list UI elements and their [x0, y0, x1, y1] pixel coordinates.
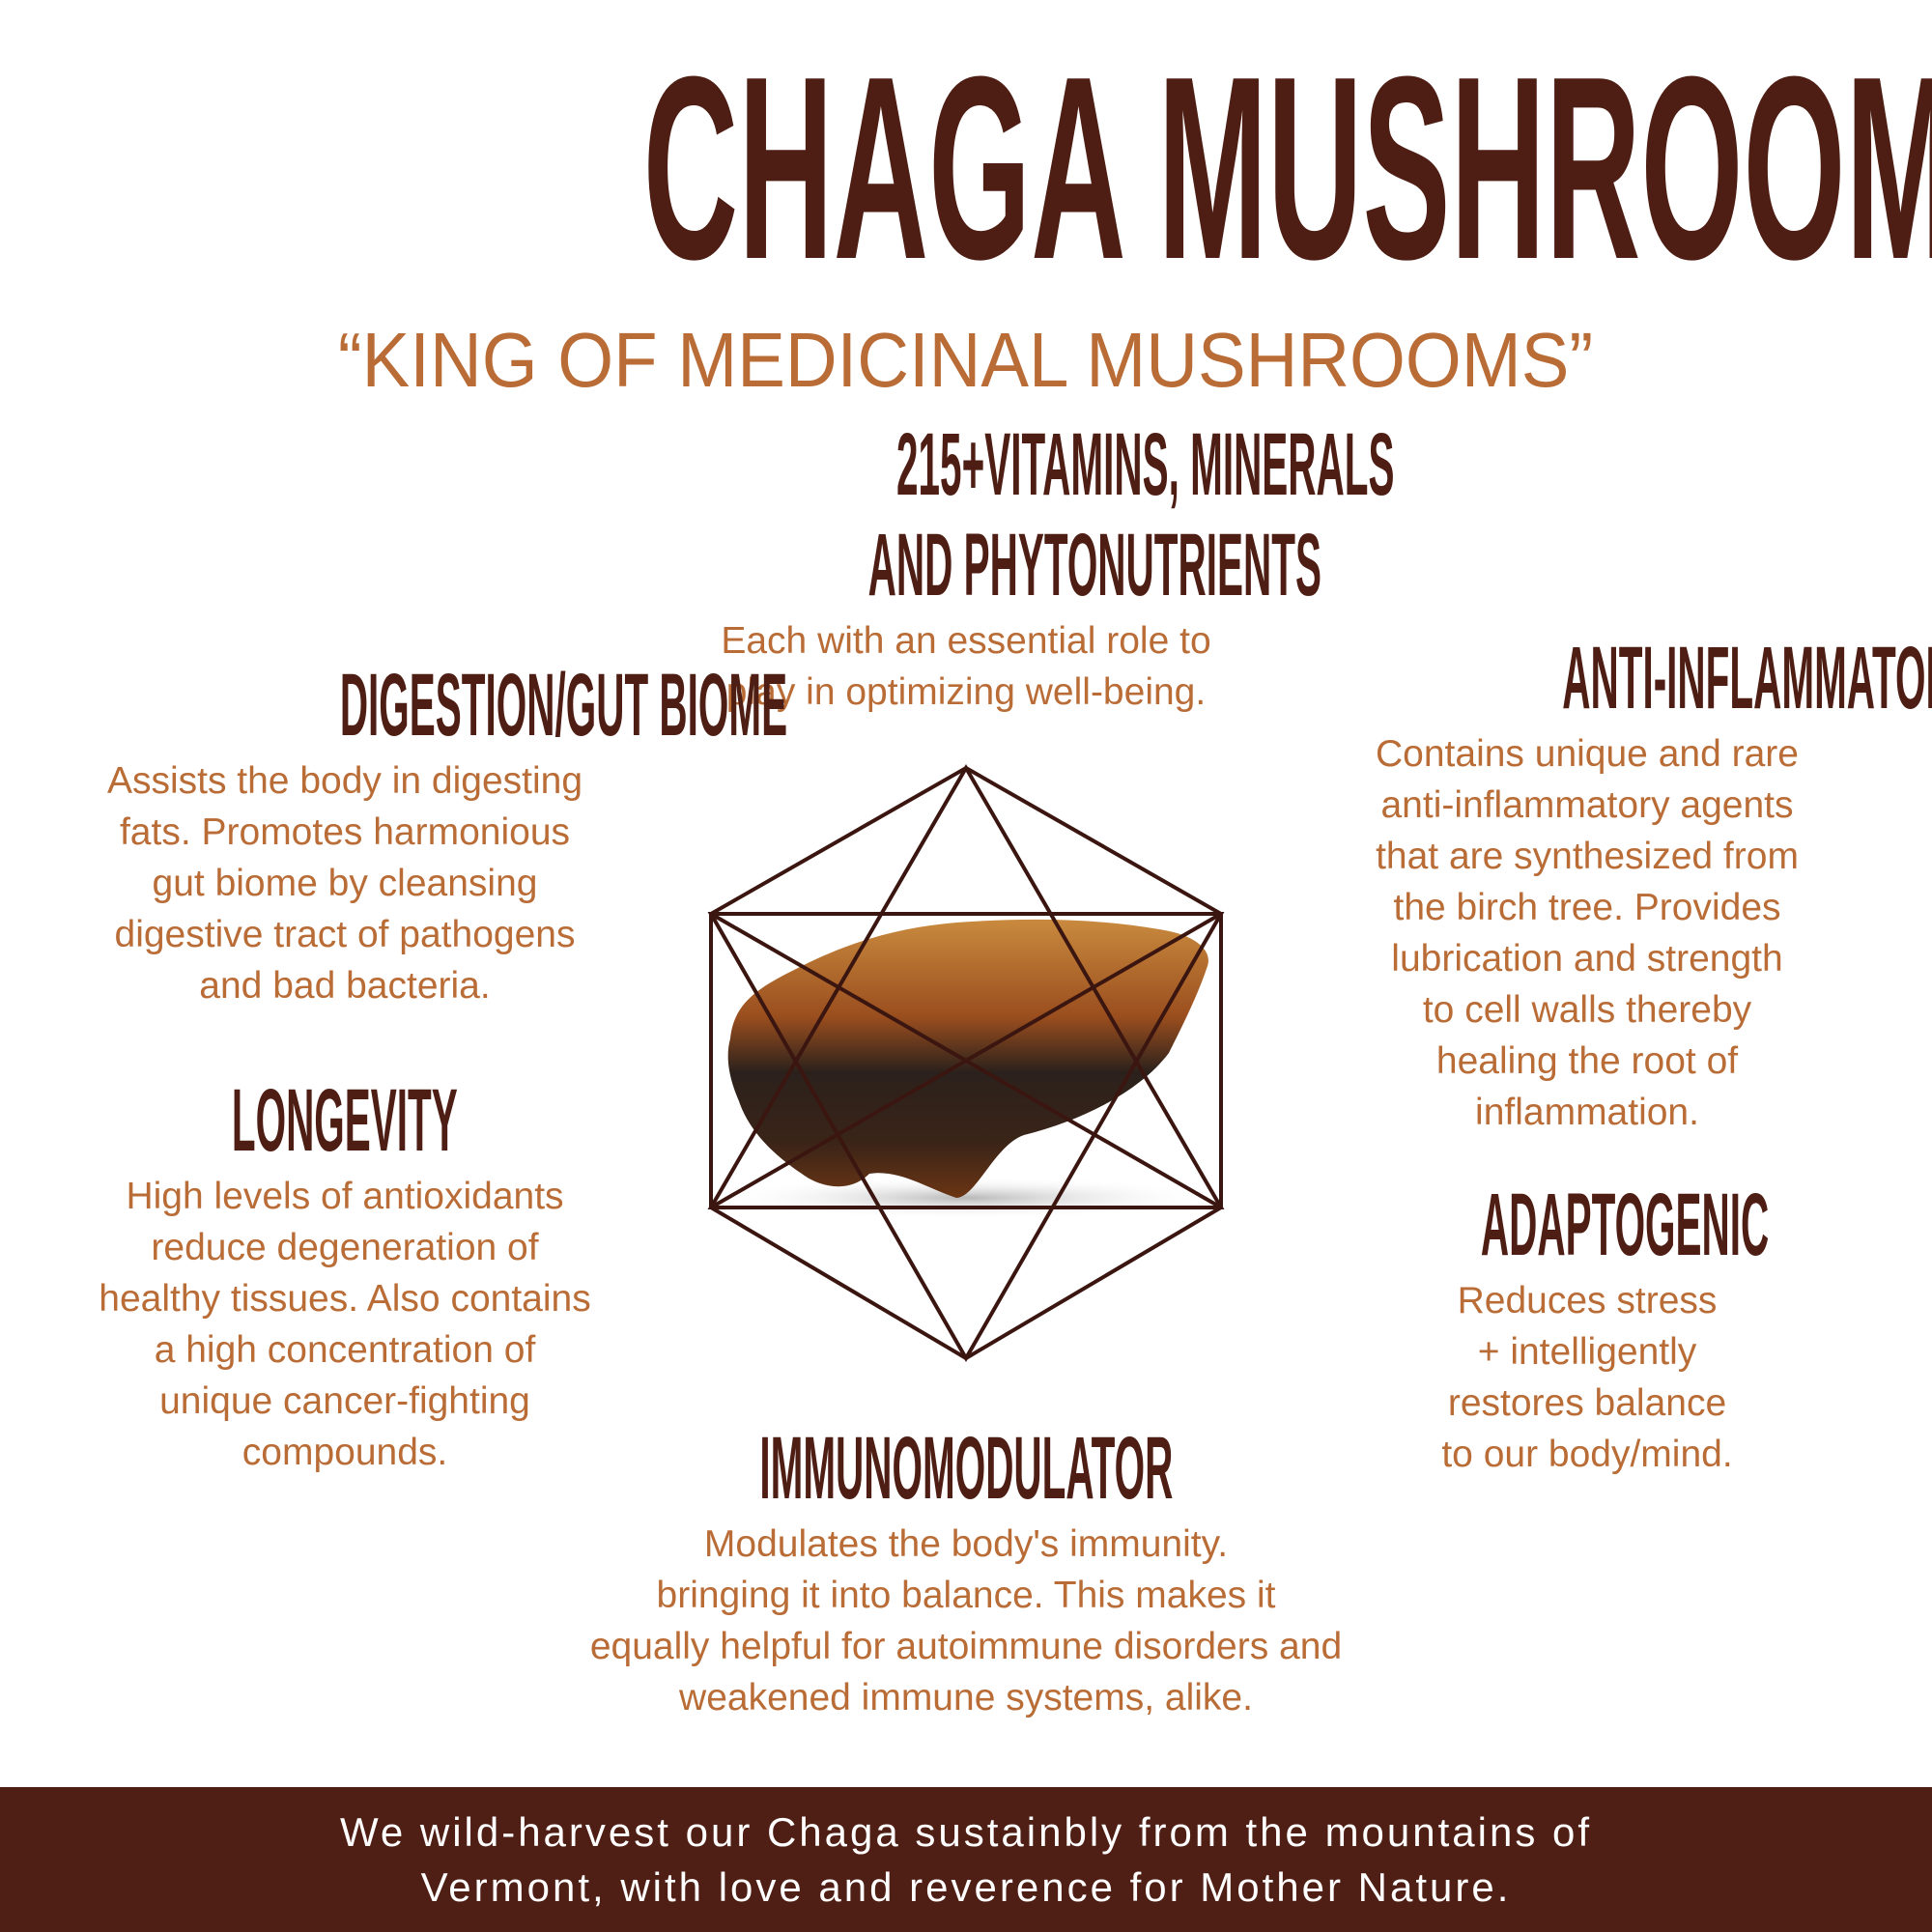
page-subtitle: “KING OF MEDICINAL MUSHROOMS” — [0, 317, 1932, 404]
body-line: play in optimizing well-being. — [725, 671, 1207, 713]
body-line: Contains unique and rare — [1376, 733, 1799, 775]
body-line: High levels of antioxidants — [126, 1176, 564, 1217]
section-heading: ADAPTOGENIC — [1297, 1175, 1877, 1275]
section-heading: IMMUNOMODULATOR — [483, 1418, 1449, 1519]
body-line: inflammation. — [1475, 1092, 1699, 1133]
body-line: compounds. — [242, 1432, 448, 1473]
body-line: equally helpful for autoimmune disorders… — [589, 1626, 1343, 1667]
section-longevity: LONGEVITY High levels of antioxidants re… — [55, 1070, 635, 1478]
body-line: bringing it into balance. This makes it — [656, 1575, 1276, 1616]
section-heading: AND PHYTONUTRIENTS — [580, 515, 1352, 615]
body-line: to cell walls thereby — [1422, 989, 1752, 1031]
heading-line: IMMUNOMODULATOR — [758, 1419, 1173, 1518]
section-vitamins: 215+VITAMINS, MINERALS AND PHYTONUTRIENT… — [580, 414, 1394, 718]
section-heading: ANTI-INFLAMMATORY — [1297, 628, 1932, 728]
section-digestion: DIGESTION/GUT BIOME Assists the body in … — [55, 655, 787, 1011]
subtitle-text: “KING OF MEDICINAL MUSHROOMS” — [338, 317, 1594, 403]
section-heading: LONGEVITY — [55, 1070, 635, 1171]
body-line: anti-inflammatory agents — [1380, 784, 1794, 826]
body-line: Reduces stress — [1457, 1280, 1718, 1321]
heading-line: 215+VITAMINS, MINERALS — [896, 415, 1395, 514]
body-line: healthy tissues. Also contains — [99, 1278, 591, 1320]
title-text: CHAGA MUSHROOM — [642, 23, 1932, 314]
section-immunomodulator: IMMUNOMODULATOR Modulates the body's imm… — [483, 1418, 1449, 1723]
body-line: Modulates the body's immunity. — [703, 1523, 1229, 1565]
body-line: gut biome by cleansing — [152, 863, 538, 904]
body-line: reduce degeneration of — [151, 1227, 539, 1268]
body-line: lubrication and strength — [1391, 938, 1783, 980]
heading-line: ADAPTOGENIC — [1480, 1176, 1770, 1274]
body-line: Each with an essential role to — [721, 620, 1211, 662]
body-line: Assists the body in digesting — [106, 760, 583, 802]
section-adaptogenic: ADAPTOGENIC Reduces stress + intelligent… — [1297, 1175, 1877, 1480]
footer-banner: We wild-harvest our Chaga sustainbly fro… — [0, 1787, 1932, 1932]
heading-line: ANTI-INFLAMMATORY — [1562, 629, 1932, 727]
heading-line: DIGESTION/GUT BIOME — [339, 656, 788, 754]
body-line: fats. Promotes harmonious — [119, 811, 571, 853]
body-line: and bad bacteria. — [199, 965, 491, 1007]
body-line: unique cancer-fighting — [159, 1380, 530, 1422]
heading-line: AND PHYTONUTRIENTS — [867, 516, 1321, 614]
section-heading: 215+VITAMINS, MINERALS — [580, 414, 1394, 515]
body-line: the birch tree. Provides — [1393, 887, 1781, 928]
body-line: that are synthesized from — [1376, 836, 1799, 877]
hexagram-lines — [707, 764, 1225, 1363]
footer-line: We wild-harvest our Chaga sustainbly fro… — [339, 1809, 1593, 1855]
body-line: + intelligently — [1477, 1331, 1697, 1373]
diagonal-line — [710, 912, 1222, 1209]
section-anti-inflammatory: ANTI-INFLAMMATORY Contains unique and ra… — [1297, 628, 1932, 1138]
body-line: digestive tract of pathogens — [114, 914, 576, 955]
body-line: to our body/mind. — [1441, 1434, 1733, 1475]
body-line: healing the root of — [1435, 1040, 1739, 1082]
heading-line: LONGEVITY — [232, 1071, 458, 1170]
body-line: weakened immune systems, alike. — [679, 1677, 1253, 1719]
body-line: a high concentration of — [154, 1329, 536, 1371]
footer-line: Vermont, with love and reverence for Mot… — [420, 1864, 1512, 1910]
body-line: restores balance — [1447, 1382, 1727, 1424]
section-heading: DIGESTION/GUT BIOME — [55, 655, 787, 755]
page-title: CHAGA MUSHROOM — [0, 23, 1932, 315]
